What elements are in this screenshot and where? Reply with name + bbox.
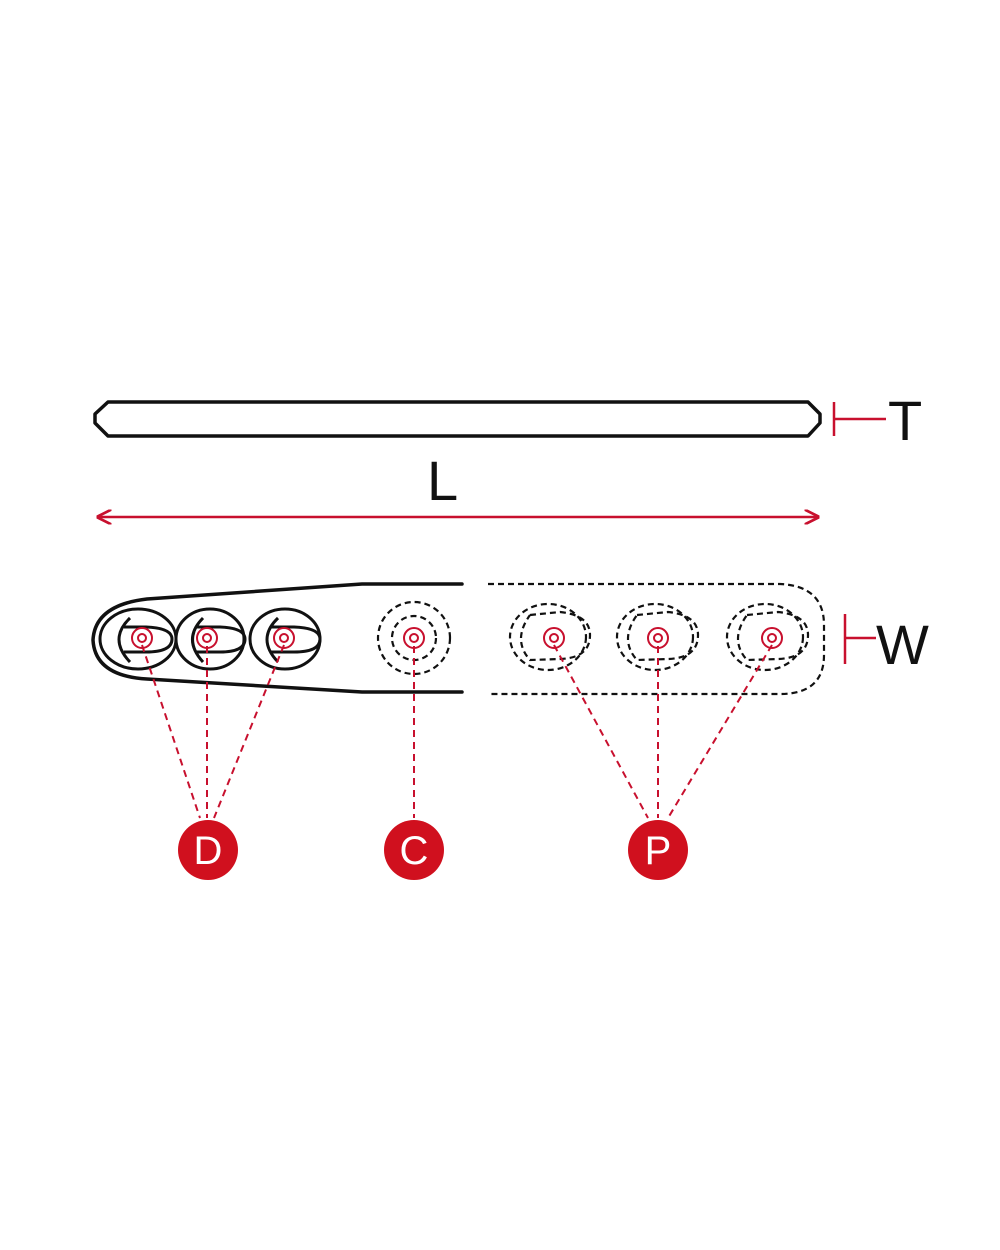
- badge-c: C: [384, 820, 444, 880]
- proximal-holes: [508, 602, 810, 672]
- badge-d-circle: [178, 820, 238, 880]
- badge-d: D: [178, 820, 238, 880]
- width-dimension: W: [843, 613, 929, 676]
- leader-p-1: [553, 644, 649, 819]
- thickness-dimension: T: [832, 389, 922, 452]
- leader-lines: [141, 644, 773, 819]
- distal-hole-3: [248, 607, 322, 671]
- badge-p-label: P: [645, 829, 672, 873]
- plate-shaft-outline: [488, 582, 826, 696]
- width-label: W: [876, 613, 929, 676]
- distal-holes: [98, 607, 322, 671]
- length-dimension: L: [98, 449, 818, 517]
- plate-head-outline: [91, 582, 464, 694]
- leader-d-1: [141, 644, 201, 819]
- plate-side-profile: [93, 400, 822, 438]
- badge-c-circle: [384, 820, 444, 880]
- leader-d-3: [213, 644, 285, 819]
- proximal-hole-1: [508, 602, 592, 672]
- badge-d-label: D: [194, 829, 223, 873]
- badge-c-label: C: [400, 829, 429, 873]
- distal-hole-2: [174, 607, 247, 671]
- length-label: L: [427, 449, 458, 512]
- badge-p: P: [628, 820, 688, 880]
- top-view: [91, 582, 826, 696]
- side-view: [93, 400, 822, 438]
- proximal-hole-3: [725, 602, 810, 672]
- badge-p-circle: [628, 820, 688, 880]
- leader-p-3: [667, 644, 773, 819]
- thickness-label: T: [888, 389, 922, 452]
- distal-hole-1: [98, 607, 178, 671]
